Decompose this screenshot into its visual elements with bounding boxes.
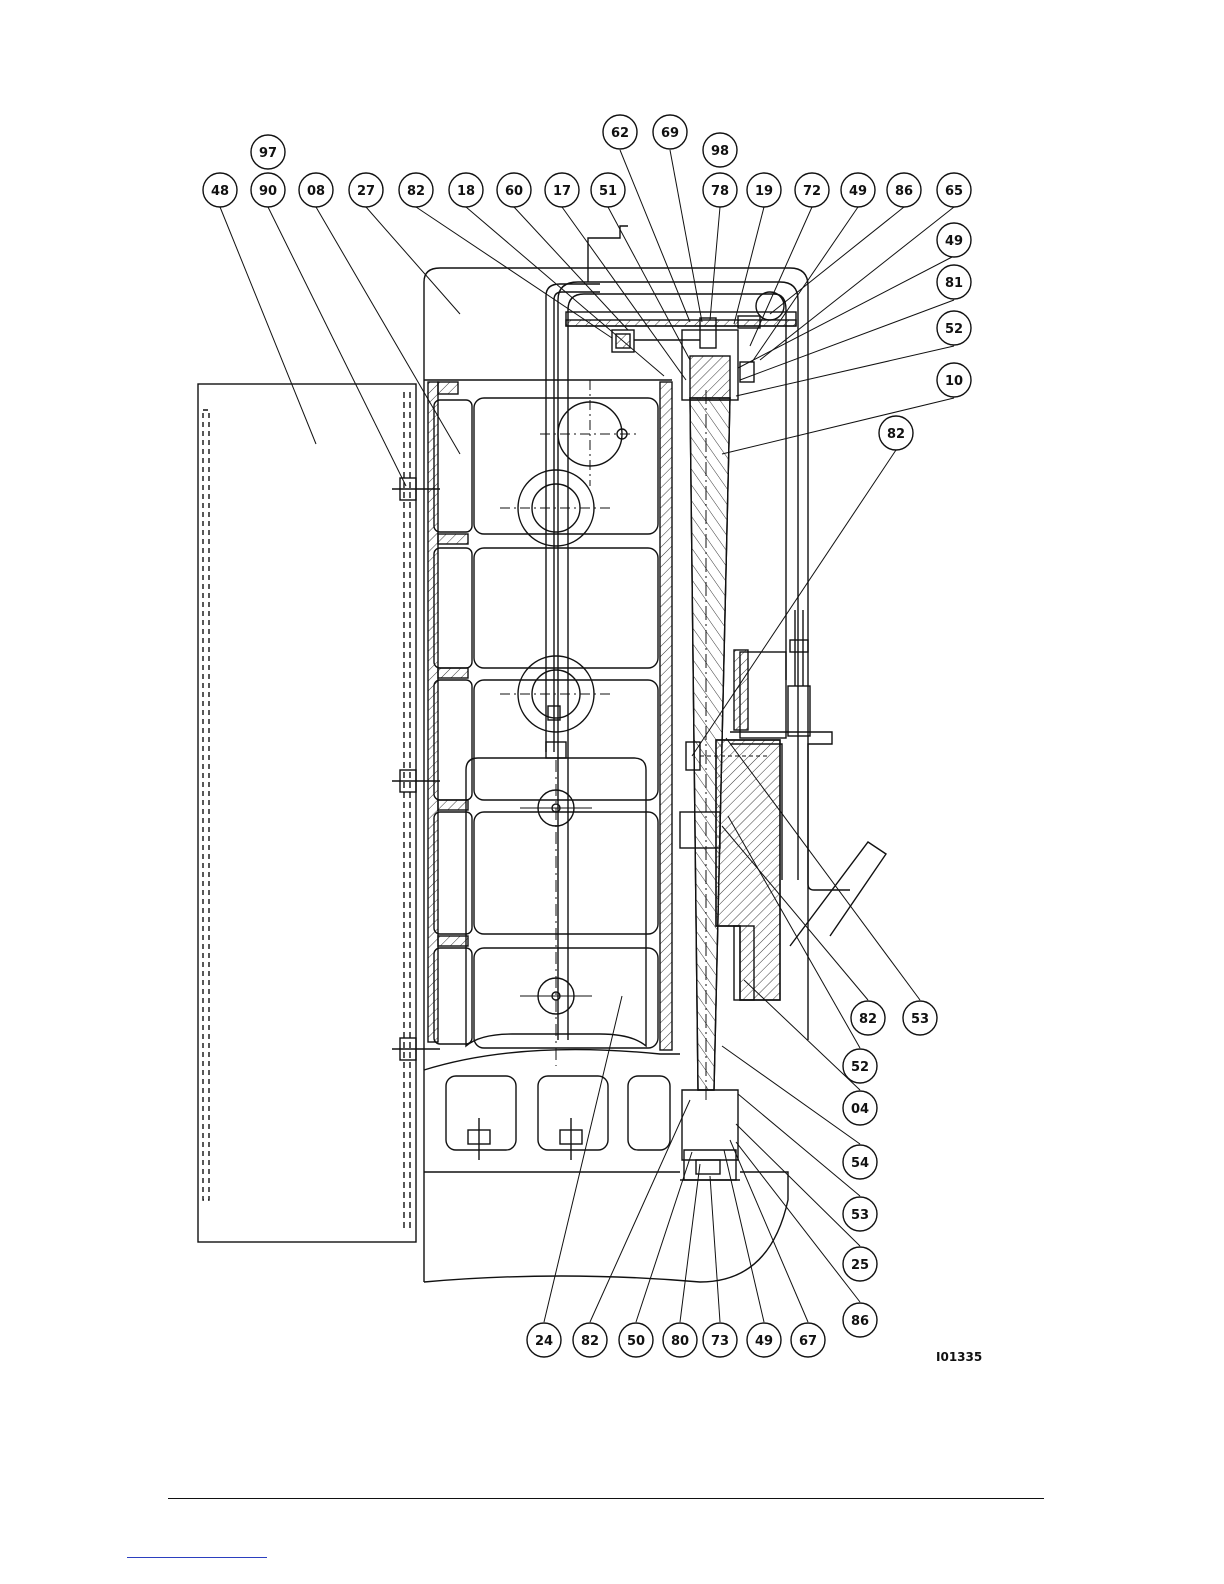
callout-54: 54 — [843, 1145, 877, 1179]
callout-label: 65 — [945, 184, 963, 199]
callout-label: 10 — [945, 374, 963, 389]
callout-label: 24 — [535, 1334, 553, 1349]
callout-label: 50 — [627, 1334, 645, 1349]
callout-73: 73 — [703, 1323, 737, 1357]
callout-86-low: 86 — [843, 1303, 877, 1337]
callout-label: 18 — [457, 184, 475, 199]
callout-label: 49 — [849, 184, 867, 199]
callout-62: 62 — [603, 115, 637, 149]
callout-label: 49 — [755, 1334, 773, 1349]
callout-97: 97 — [251, 135, 285, 169]
callout-98: 98 — [703, 133, 737, 167]
callout-49-bottom: 49 — [747, 1323, 781, 1357]
callout-label: 82 — [887, 427, 905, 442]
callout-25: 25 — [843, 1247, 877, 1281]
callout-52-mid: 52 — [843, 1049, 877, 1083]
callout-label: 48 — [211, 184, 229, 199]
callout-52-top: 52 — [937, 311, 971, 345]
callout-label: 82 — [581, 1334, 599, 1349]
callout-label: 78 — [711, 184, 729, 199]
top-bearing-assembly — [612, 292, 784, 400]
callout-80: 80 — [663, 1323, 697, 1357]
callout-60: 60 — [497, 173, 531, 207]
callout-label: 52 — [851, 1060, 869, 1075]
callout-label: 08 — [307, 184, 325, 199]
callout-72: 72 — [795, 173, 829, 207]
callout-86-top: 86 — [887, 173, 921, 207]
callout-label: 90 — [259, 184, 277, 199]
callout-49-top: 49 — [841, 173, 875, 207]
callout-label: 73 — [711, 1334, 729, 1349]
callout-04: 04 — [843, 1091, 877, 1125]
callout-82-top: 82 — [399, 173, 433, 207]
callout-65: 65 — [937, 173, 971, 207]
callout-90: 90 — [251, 173, 285, 207]
callout-label: 82 — [859, 1012, 877, 1027]
callout-label: 49 — [945, 234, 963, 249]
callout-53-mid: 53 — [903, 1001, 937, 1035]
callout-67: 67 — [791, 1323, 825, 1357]
callout-53-low: 53 — [843, 1197, 877, 1231]
callout-label: 86 — [851, 1314, 869, 1329]
callout-19: 19 — [747, 173, 781, 207]
callout-label: 80 — [671, 1334, 689, 1349]
callout-label: 69 — [661, 126, 679, 141]
callout-82-right: 82 — [879, 416, 913, 450]
callout-label: 86 — [895, 184, 913, 199]
callout-82-mid: 82 — [851, 1001, 885, 1035]
callout-label: 52 — [945, 322, 963, 337]
callout-18: 18 — [449, 173, 483, 207]
callout-bubbles: 48 97 90 08 27 82 18 60 17 51 62 69 98 78 19 72 49 86 65 49… — [203, 115, 971, 1357]
callout-label: 72 — [803, 184, 821, 199]
callout-51: 51 — [591, 173, 625, 207]
motor-block — [466, 758, 646, 1066]
callout-label: 25 — [851, 1258, 869, 1273]
callout-78: 78 — [703, 173, 737, 207]
drawing-reference-code: I01335 — [936, 1350, 982, 1364]
callout-label: 27 — [357, 184, 375, 199]
base-section — [424, 1050, 788, 1282]
callout-27: 27 — [349, 173, 383, 207]
callout-label: 60 — [505, 184, 523, 199]
callout-label: 53 — [851, 1208, 869, 1223]
callout-label: 82 — [407, 184, 425, 199]
callout-49-right: 49 — [937, 223, 971, 257]
callout-label: 62 — [611, 126, 629, 141]
callout-label: 54 — [851, 1156, 869, 1171]
callout-48: 48 — [203, 173, 237, 207]
callout-label: 19 — [755, 184, 773, 199]
callout-17: 17 — [545, 173, 579, 207]
callout-69: 69 — [653, 115, 687, 149]
callout-10: 10 — [937, 363, 971, 397]
footer-link-underline[interactable] — [127, 1557, 267, 1558]
callout-label: 53 — [911, 1012, 929, 1027]
callout-label: 17 — [553, 184, 571, 199]
callout-label: 97 — [259, 146, 277, 161]
side-panel — [198, 384, 416, 1242]
callout-label: 51 — [599, 184, 617, 199]
callout-08: 08 — [299, 173, 333, 207]
callout-50: 50 — [619, 1323, 653, 1357]
callout-label: 98 — [711, 144, 729, 159]
footer-rule — [168, 1498, 1044, 1499]
callout-81: 81 — [937, 265, 971, 299]
callout-label: 81 — [945, 276, 963, 291]
callout-82-bottom: 82 — [573, 1323, 607, 1357]
pulleys — [500, 380, 640, 732]
callout-24: 24 — [527, 1323, 561, 1357]
callout-label: 04 — [851, 1102, 869, 1117]
callout-label: 67 — [799, 1334, 817, 1349]
